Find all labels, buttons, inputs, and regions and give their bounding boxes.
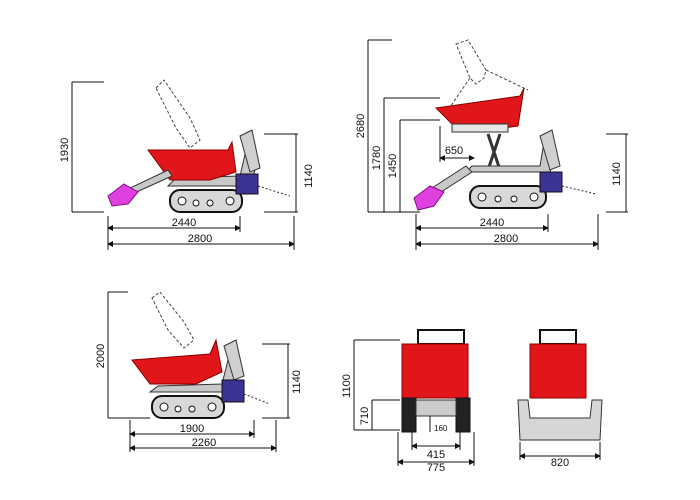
dumper-skip bbox=[131, 338, 223, 385]
frame bbox=[464, 141, 557, 173]
dim-clearance: 160 bbox=[434, 424, 448, 433]
track-assembly bbox=[169, 189, 243, 213]
skip-raised-outline bbox=[155, 79, 201, 149]
dumper-skip-front bbox=[401, 343, 469, 399]
dim-reach: 650 bbox=[445, 145, 463, 157]
scissor-lift bbox=[451, 123, 509, 133]
rear-view: 820 bbox=[517, 329, 603, 469]
dim-length-tracks: 2440 bbox=[172, 217, 196, 229]
operator-handle bbox=[539, 129, 561, 171]
dim-width-blade: 820 bbox=[551, 457, 569, 469]
dim-length-tracks: 2440 bbox=[480, 217, 504, 229]
dim-length-total: 2800 bbox=[494, 233, 518, 245]
dim-height-total: 2000 bbox=[95, 344, 107, 368]
skip-raised-outline bbox=[151, 291, 195, 349]
track-assembly bbox=[469, 185, 547, 209]
skip-raised-outline bbox=[455, 39, 487, 85]
dim-height-total: 1100 bbox=[341, 374, 353, 398]
operator-handle bbox=[223, 339, 245, 381]
handle-bar bbox=[539, 329, 577, 345]
dim-height-low: 710 bbox=[359, 407, 371, 425]
dim-height-mid: 1780 bbox=[371, 146, 383, 170]
dumper-skip-rear bbox=[529, 343, 587, 399]
engine-box bbox=[221, 379, 245, 403]
dim-height-body: 1140 bbox=[611, 162, 623, 186]
dim-height-total: 2680 bbox=[355, 114, 367, 138]
dim-length-total: 2800 bbox=[188, 233, 212, 245]
dozer-blade bbox=[517, 399, 603, 441]
dumper-skip bbox=[147, 140, 237, 181]
track-assembly bbox=[151, 395, 225, 419]
dim-height-low: 1450 bbox=[387, 154, 399, 178]
dim-track-gap: 415 bbox=[427, 449, 445, 461]
dim-width-total: 775 bbox=[427, 462, 445, 474]
bucket-attachment bbox=[107, 183, 139, 207]
dim-length-tracks: 1900 bbox=[180, 423, 204, 435]
operator-handle bbox=[239, 129, 261, 173]
handle-bar bbox=[417, 329, 465, 345]
front-view: 1100 710 160 415 775 bbox=[341, 329, 475, 474]
right-track bbox=[455, 397, 471, 433]
dim-length-total: 2260 bbox=[192, 437, 216, 449]
side-view-plain: 2000 1140 1900 2260 bbox=[95, 291, 303, 452]
engine-box bbox=[235, 173, 259, 195]
dim-height-body: 1140 bbox=[303, 164, 315, 188]
side-view-tip: 1930 1140 2440 2800 bbox=[59, 79, 315, 250]
engine-box bbox=[539, 171, 563, 193]
dim-height-total: 1930 bbox=[59, 138, 71, 162]
dim-height-body: 1140 bbox=[291, 370, 303, 394]
left-track bbox=[401, 397, 417, 433]
chassis bbox=[415, 399, 457, 417]
side-view-high-tip: 2680 1780 1450 650 1140 2440 2800 bbox=[355, 39, 628, 250]
bucket-attachment bbox=[413, 185, 445, 211]
